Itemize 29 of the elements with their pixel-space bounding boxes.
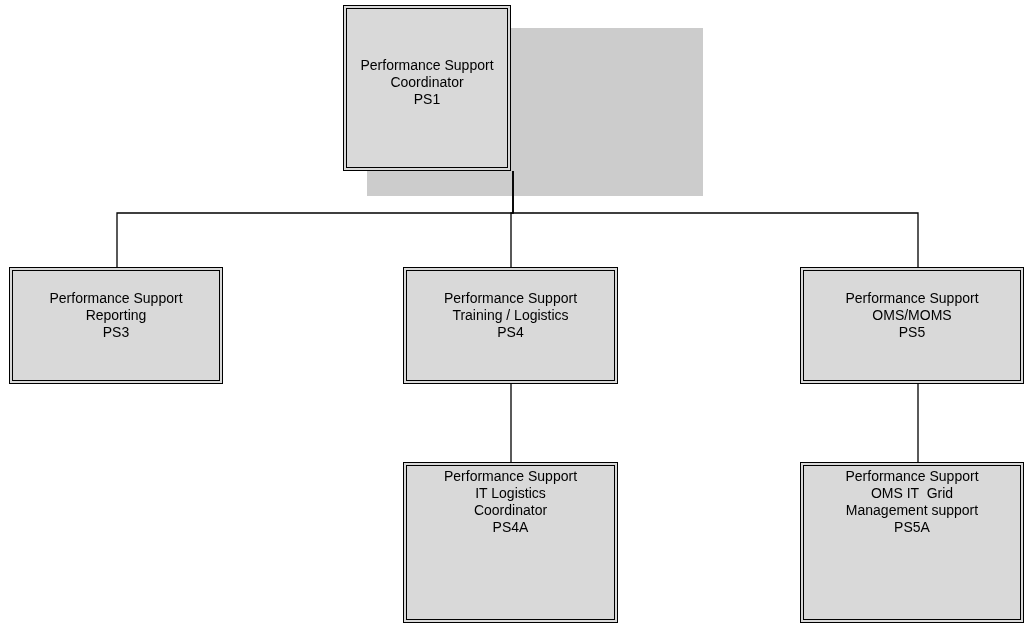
role-text: Training / Logistics	[452, 307, 569, 324]
role-text: OMS IT Grid	[870, 485, 954, 502]
role-text: PS4A	[492, 519, 529, 536]
role-text: Performance Support	[443, 290, 578, 307]
role-text: PS5A	[894, 519, 930, 536]
role-text: Performance Support	[360, 57, 494, 74]
connector-line	[917, 383, 919, 463]
role-box	[9, 267, 223, 384]
role-box	[403, 267, 618, 384]
role-text: PS1	[413, 91, 441, 108]
role-box	[800, 462, 1024, 623]
top-role-box	[343, 5, 511, 171]
role-text: PS4	[497, 324, 524, 341]
role-text: Performance Support	[845, 290, 979, 307]
role-text: Performance Support	[49, 290, 183, 307]
role-text: Performance Support	[443, 468, 578, 485]
role-text: PS5	[898, 324, 926, 341]
role-text: OMS/MOMS	[872, 307, 952, 324]
role-text: Coordinator	[390, 74, 464, 91]
role-text: IT Logistics	[475, 485, 546, 502]
role-text: Reporting	[85, 307, 147, 324]
role-text: Coordinator	[473, 502, 548, 519]
role-text: PS3	[102, 324, 130, 341]
connector-line	[512, 170, 919, 268]
role-box	[800, 267, 1024, 384]
role-box	[403, 462, 618, 623]
role-text: Management support	[845, 502, 979, 519]
connector-line	[510, 383, 512, 463]
role-text: Performance Support	[845, 468, 979, 485]
